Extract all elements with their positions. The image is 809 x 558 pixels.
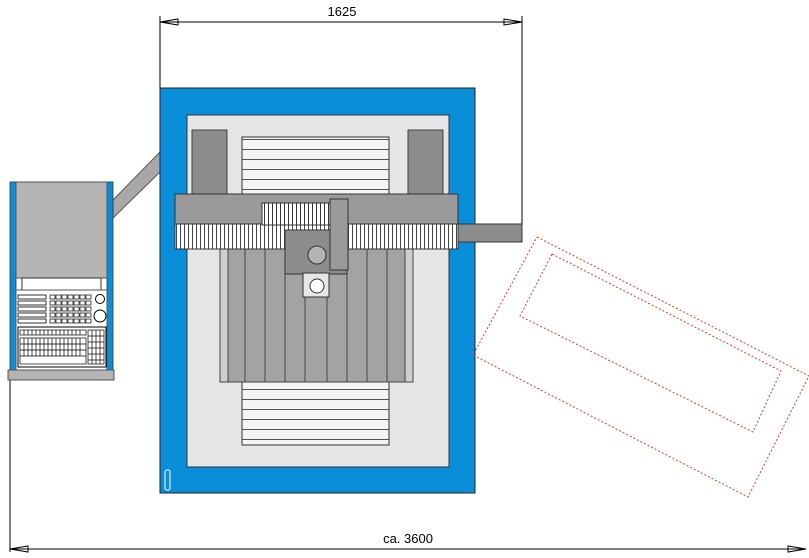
tool-slide (329, 198, 349, 271)
tool-head-icon (309, 278, 325, 294)
console-rail-right (106, 181, 114, 375)
swing-outline (472, 236, 809, 498)
gantry-carriage-rack (261, 202, 331, 226)
machine-frame (159, 87, 523, 494)
console-keypad (49, 294, 92, 324)
handle-icon (164, 469, 171, 491)
post-right (407, 129, 444, 201)
console-rail-left (9, 181, 17, 375)
console-arm (112, 150, 161, 220)
outline-inner (519, 253, 782, 433)
arrow-right-icon (787, 545, 807, 553)
slat-bed-top (241, 136, 390, 195)
console-base (7, 369, 115, 381)
overall-dimension: ca. 3600 (9, 378, 807, 553)
arrow-left-icon (9, 545, 29, 553)
gantry-extension (457, 223, 523, 243)
gantry (174, 193, 523, 298)
outline-outer (472, 236, 809, 498)
top-dimension-label: 1625 (328, 4, 357, 19)
arrow-left-icon (159, 18, 179, 26)
console-dial-icon (93, 309, 107, 323)
spindle-icon (307, 245, 327, 265)
console-display-slot (21, 277, 102, 291)
slat-bed-bottom (241, 381, 390, 446)
console-monitor (15, 181, 108, 279)
console-keyboard-keys (19, 329, 105, 365)
overall-dimension-label: ca. 3600 (383, 531, 433, 546)
control-console (7, 150, 161, 381)
console-keyboard (17, 326, 107, 368)
console-screen-rows (17, 294, 47, 324)
top-dimension: 1625 (159, 4, 523, 225)
arrow-right-icon (503, 18, 523, 26)
console-knob-icon (95, 294, 105, 304)
post-left (191, 129, 228, 201)
